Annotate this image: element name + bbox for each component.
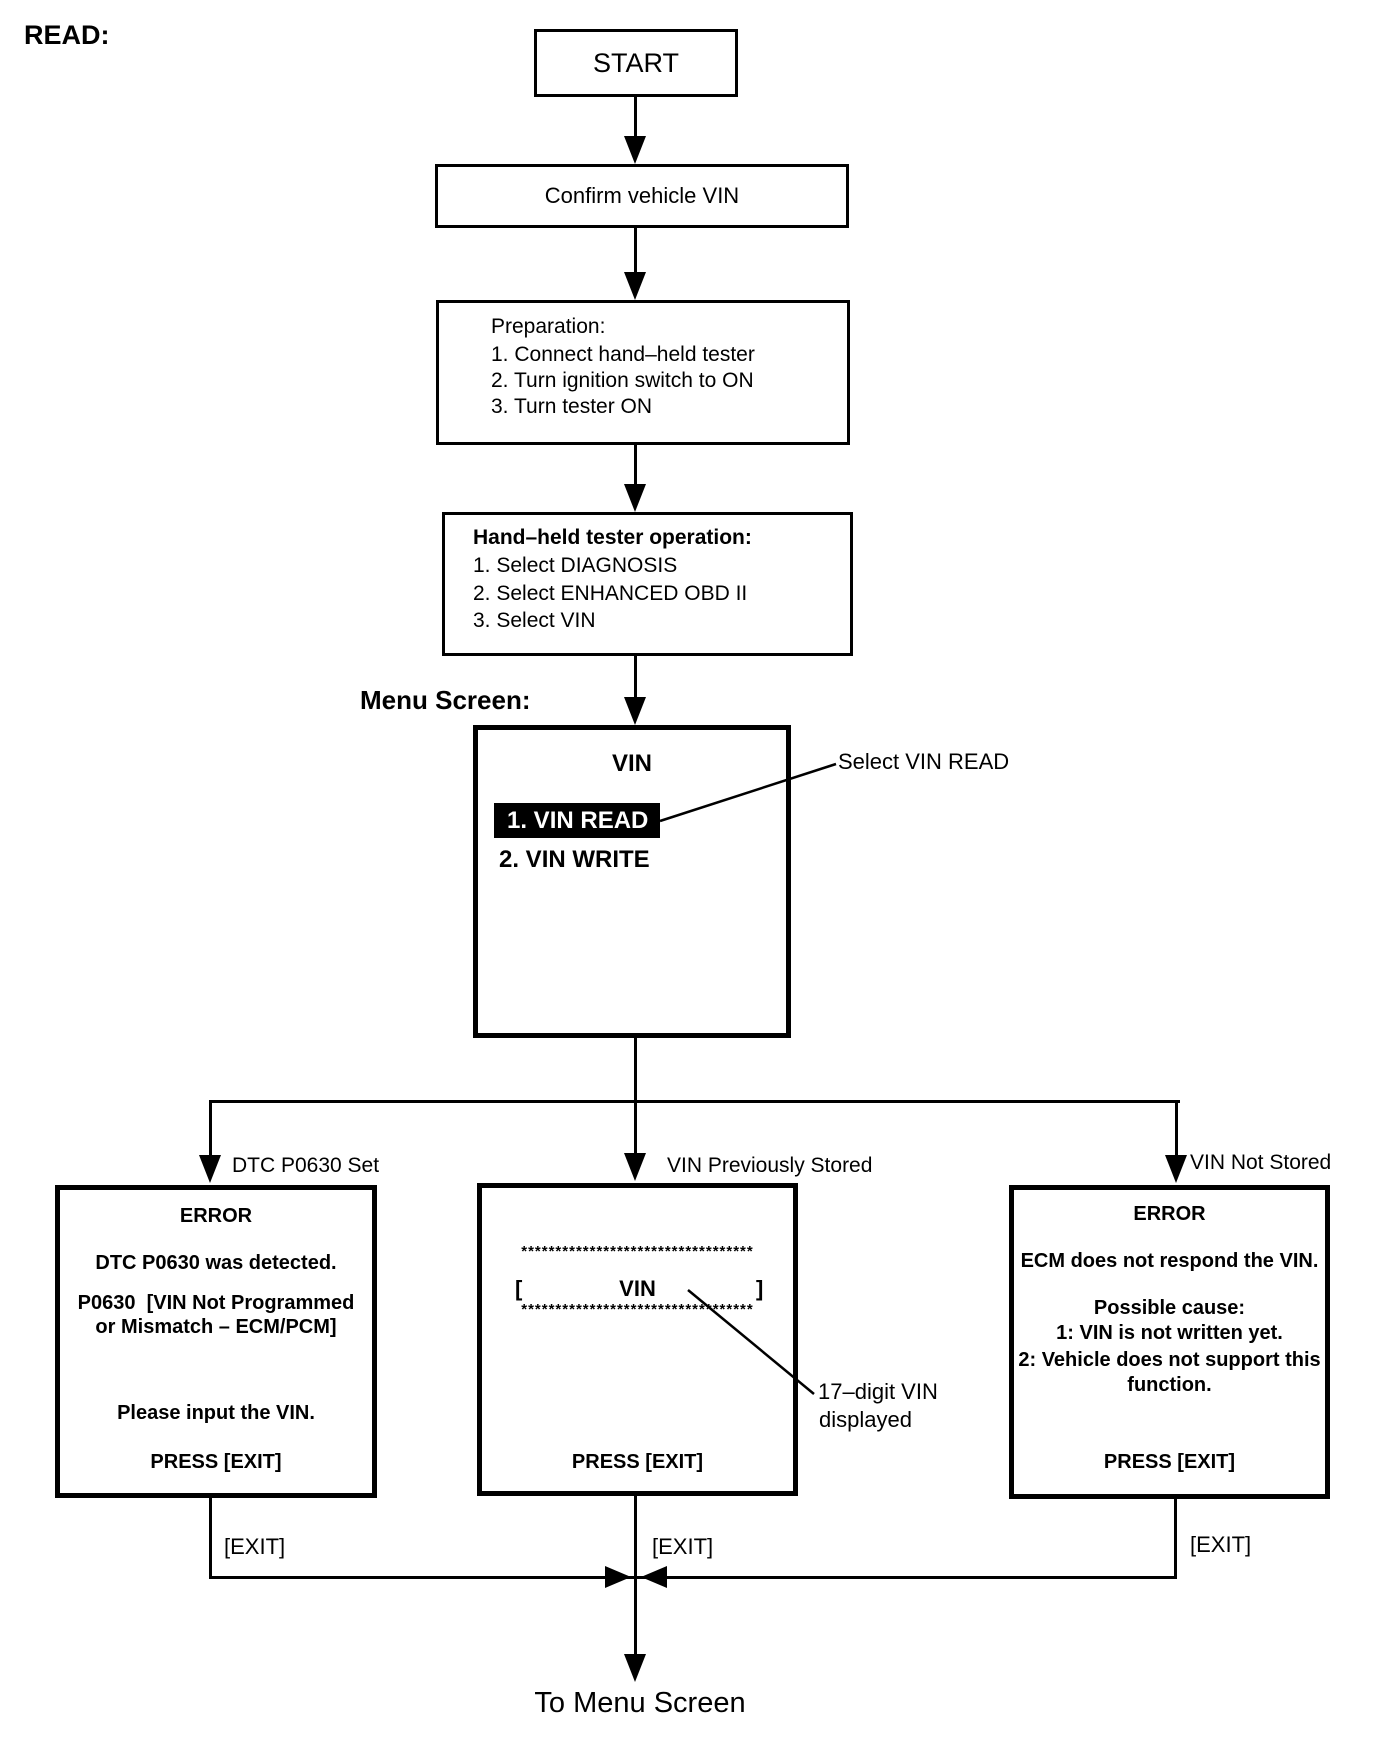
exit-label-center: [EXIT] [652, 1534, 714, 1559]
exit-label-left: [EXIT] [224, 1534, 286, 1559]
arrowhead-down-icon [624, 697, 646, 725]
error-left-line: ERROR [179, 1205, 253, 1227]
menu-item-vin-write: 2. VIN WRITE [499, 846, 650, 873]
vin-display-node [477, 1183, 798, 1496]
connector-exit-center [634, 1494, 637, 1578]
vin-digits-callout-line1: 17–digit VIN [818, 1379, 938, 1404]
exit-label-right: [EXIT] [1190, 1532, 1252, 1557]
confirm-vin-label: Confirm vehicle VIN [544, 183, 740, 208]
vin-display-stars: ********************************** [521, 1301, 754, 1318]
connector-exit-left [209, 1496, 212, 1578]
vin-digits-callout-line2: displayed [819, 1407, 912, 1432]
branch-line [210, 1100, 1180, 1103]
select-vin-read-callout: Select VIN READ [838, 749, 1010, 774]
menu-title: VIN [611, 750, 652, 777]
branch-label-dtc-set: DTC P0630 Set [232, 1154, 380, 1177]
error-right-line: 2: Vehicle does not support this [1018, 1349, 1321, 1371]
arrowhead-down-icon [624, 272, 646, 300]
connector-confirm-preparation [634, 228, 637, 274]
tester-operation-line: 3. Select VIN [473, 609, 596, 632]
connector-to-menu-screen [634, 1578, 637, 1658]
vin-display-stars: ********************************** [521, 1243, 754, 1260]
connector-branch-left [209, 1100, 212, 1156]
connector-exit-right [1174, 1497, 1177, 1578]
error-right-line: Possible cause: [1093, 1297, 1246, 1319]
merge-line [209, 1576, 1177, 1579]
error-left-line: DTC P0630 was detected. [95, 1252, 337, 1274]
connector-preparation-tester [634, 445, 637, 485]
arrowhead-left-icon [641, 1566, 667, 1588]
error-right-line: 1: VIN is not written yet. [1056, 1322, 1283, 1344]
arrowhead-down-icon [624, 484, 646, 512]
connector-branch-right [1175, 1100, 1178, 1156]
tester-operation-line: 1. Select DIAGNOSIS [473, 554, 678, 577]
arrowhead-down-icon [624, 1153, 646, 1181]
error-right-line: ERROR [1133, 1203, 1206, 1225]
branch-label-vin-not-stored: VIN Not Stored [1190, 1151, 1332, 1174]
page-title: READ: [24, 20, 110, 50]
preparation-line: Preparation: [491, 315, 606, 338]
arrowhead-down-icon [199, 1155, 221, 1183]
start-label: START [592, 47, 679, 78]
tester-operation-title: Hand–held tester operation: [473, 526, 752, 549]
branch-label-vin-stored: VIN Previously Stored [667, 1154, 873, 1177]
connector-menu-branch [634, 1037, 637, 1103]
tester-operation-line: 2. Select ENHANCED OBD II [473, 582, 748, 605]
arrowhead-down-icon [1165, 1155, 1187, 1183]
connector-branch-center [634, 1100, 637, 1154]
preparation-node: Preparation: 1. Connect hand–held tester… [436, 300, 850, 445]
preparation-line: 3. Turn tester ON [491, 395, 653, 418]
press-exit-label: PRESS [EXIT] [571, 1451, 704, 1473]
error-left-line: P0630 [VIN Not Programmed [77, 1292, 355, 1314]
connector-tester-menu [634, 656, 637, 698]
preparation-line: 1. Connect hand–held tester [491, 343, 755, 366]
confirm-vin-node: Confirm vehicle VIN [435, 164, 849, 228]
tester-operation-node: Hand–held tester operation: 1. Select DI… [442, 512, 853, 656]
error-right-line: ECM does not respond the VIN. [1020, 1250, 1319, 1272]
menu-screen-node: VIN [473, 725, 791, 1038]
error-dtc-node [55, 1185, 377, 1498]
vin-display-bracket-close: ] [756, 1276, 764, 1301]
arrowhead-down-icon [624, 136, 646, 164]
error-right-line: function. [1127, 1374, 1212, 1396]
error-left-line: or Mismatch – ECM/PCM] [95, 1316, 337, 1338]
start-node: START [534, 29, 738, 97]
vin-display-title: VIN [619, 1276, 656, 1301]
to-menu-screen-label: To Menu Screen [534, 1687, 746, 1719]
error-no-response-node [1009, 1185, 1330, 1499]
menu-item-vin-read-selected: 1. VIN READ [494, 803, 660, 838]
preparation-line: 2. Turn ignition switch to ON [491, 369, 754, 392]
arrowhead-down-icon [624, 1654, 646, 1682]
connector-start-confirm [634, 96, 637, 140]
vin-display-bracket-open: [ [515, 1276, 523, 1301]
press-exit-label: PRESS [EXIT] [1103, 1451, 1236, 1473]
press-exit-label: PRESS [EXIT] [150, 1451, 282, 1473]
error-left-line: Please input the VIN. [117, 1402, 315, 1424]
arrowhead-right-icon [605, 1566, 631, 1588]
menu-screen-label: Menu Screen: [360, 685, 531, 715]
